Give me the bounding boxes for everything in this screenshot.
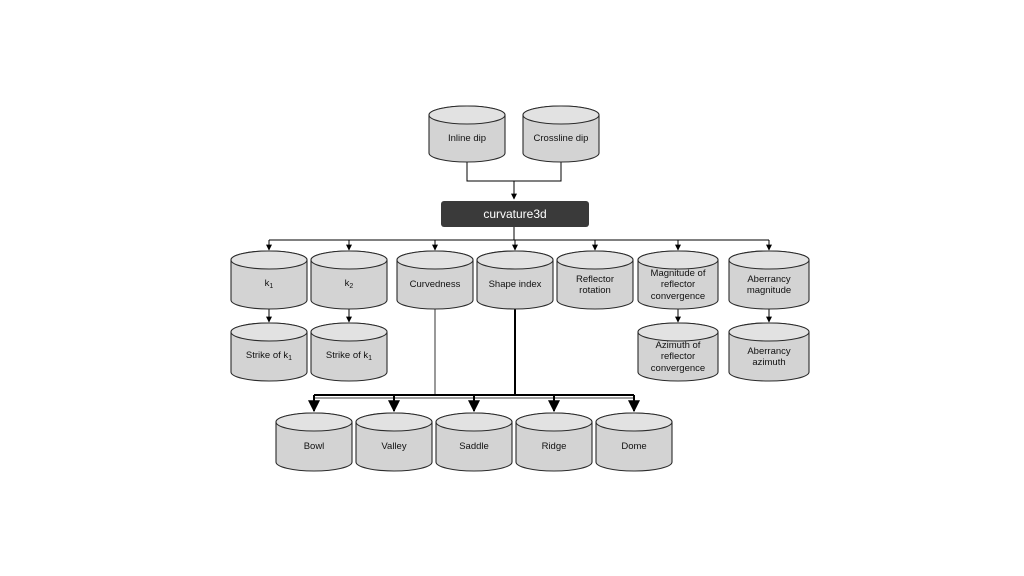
saddle-cylinder-top <box>435 412 513 432</box>
magnitude-reflector-convergence-cylinder-top <box>637 250 719 270</box>
azimuth-reflector-convergence-cylinder-top <box>637 322 719 342</box>
k1-cylinder-top <box>230 250 308 270</box>
curvature3d-box <box>441 201 589 227</box>
aberrancy-azimuth-cylinder-top <box>728 322 810 342</box>
shape-index-cylinder-top <box>476 250 554 270</box>
crossline-dip-cylinder-top <box>522 105 600 125</box>
inputs-merge-line <box>466 162 562 182</box>
strike-k1-b-cylinder-top <box>310 322 388 342</box>
cylinders <box>230 105 810 472</box>
valley-cylinder-top <box>355 412 433 432</box>
curvedness-cylinder <box>396 250 474 310</box>
magnitude-reflector-convergence-cylinder <box>637 250 719 310</box>
inline-dip-cylinder-top <box>428 105 506 125</box>
dome-cylinder <box>595 412 673 472</box>
strike-k1-b-cylinder <box>310 322 388 382</box>
curvedness-cylinder-top <box>396 250 474 270</box>
ridge-cylinder-top <box>515 412 593 432</box>
bowl-cylinder <box>275 412 353 472</box>
reflector-rotation-cylinder <box>556 250 634 310</box>
aberrancy-magnitude-cylinder <box>728 250 810 310</box>
connectors <box>266 162 772 413</box>
dome-cylinder-top <box>595 412 673 432</box>
bowl-cylinder-top <box>275 412 353 432</box>
k2-cylinder-top <box>310 250 388 270</box>
k2-cylinder <box>310 250 388 310</box>
strike-k1-a-cylinder-top <box>230 322 308 342</box>
inline-dip-cylinder <box>428 105 506 163</box>
aberrancy-azimuth-cylinder <box>728 322 810 382</box>
reflector-rotation-cylinder-top <box>556 250 634 270</box>
k1-cylinder <box>230 250 308 310</box>
crossline-dip-cylinder <box>522 105 600 163</box>
azimuth-reflector-convergence-cylinder <box>637 322 719 382</box>
shape-index-cylinder <box>476 250 554 310</box>
saddle-cylinder <box>435 412 513 472</box>
ridge-cylinder <box>515 412 593 472</box>
aberrancy-magnitude-cylinder-top <box>728 250 810 270</box>
strike-k1-a-cylinder <box>230 322 308 382</box>
valley-cylinder <box>355 412 433 472</box>
